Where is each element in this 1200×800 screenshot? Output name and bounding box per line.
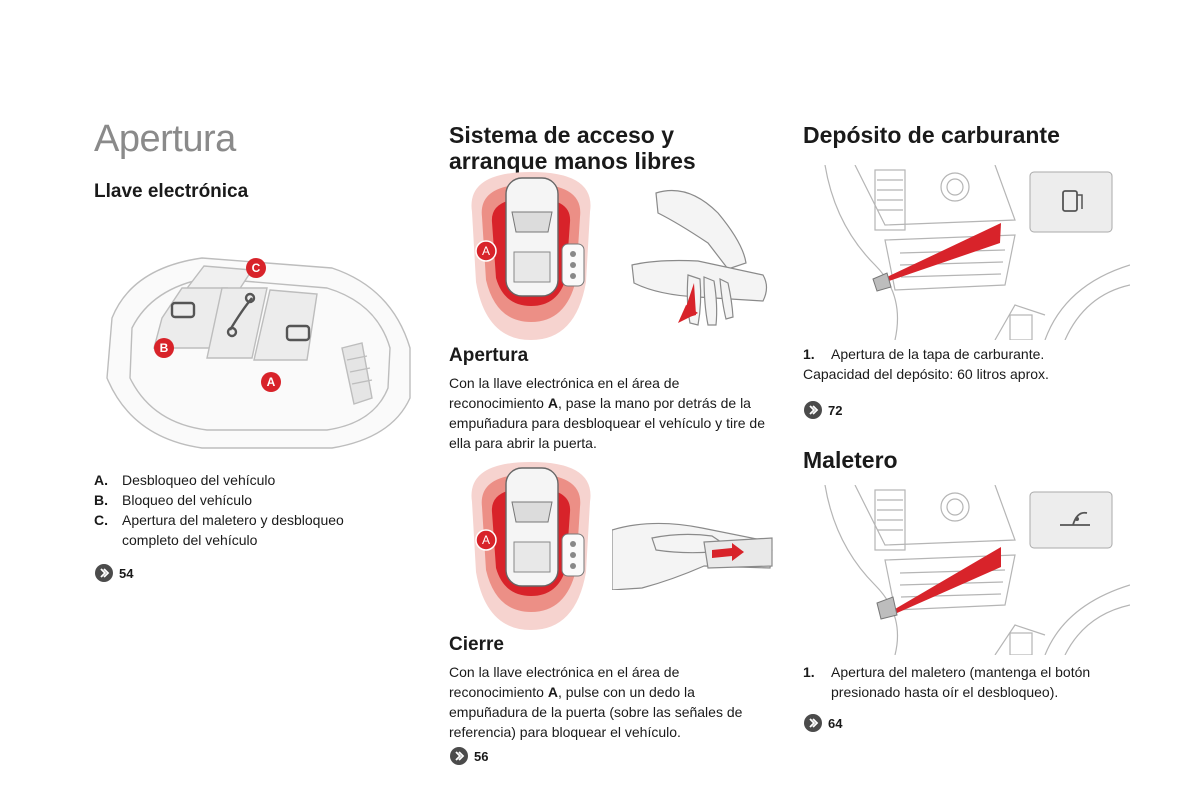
page-reference-72[interactable]: 72 xyxy=(804,401,842,419)
section-heading-trunk: Maletero xyxy=(803,447,898,473)
fuel-capacity: Capacidad del depósito: 60 litros aprox. xyxy=(803,366,1049,382)
apertura-heading: Apertura xyxy=(449,345,529,366)
hand-unlock-illustration xyxy=(628,183,773,333)
list-item: B. Bloqueo del vehículo xyxy=(94,492,252,508)
apertura-text: Con la llave electrónica en el área de r… xyxy=(449,375,765,451)
fuel-flap-illustration xyxy=(815,165,1130,340)
marker-c: C xyxy=(252,261,261,275)
page-reference-64[interactable]: 64 xyxy=(804,714,842,732)
list-item: 1. Apertura de la tapa de carburante. xyxy=(803,346,1045,362)
marker-a: A xyxy=(267,375,276,389)
page-title: Apertura xyxy=(94,118,236,160)
page-reference-56[interactable]: 56 xyxy=(450,747,488,765)
trunk-release-illustration xyxy=(815,485,1130,655)
zone-marker-a: A xyxy=(482,244,490,258)
section-heading-fuel: Depósito de carburante xyxy=(803,122,1060,148)
detection-zone-illustration-unlock: A xyxy=(466,172,596,342)
hand-lock-illustration xyxy=(612,510,774,590)
page-reference-icon xyxy=(450,747,468,765)
electronic-key-illustration: C B A xyxy=(92,248,422,458)
page-reference-icon xyxy=(804,401,822,419)
page-reference-54[interactable]: 54 xyxy=(95,564,133,582)
section-heading-key: Llave electrónica xyxy=(94,181,249,202)
fuel-instructions: 1. Apertura de la tapa de carburante. Ca… xyxy=(803,344,1133,384)
marker-b: B xyxy=(160,341,169,355)
list-item: C. Apertura del maletero y desbloqueo co… xyxy=(94,512,344,548)
cierre-text: Con la llave electrónica en el área de r… xyxy=(449,664,743,740)
section-heading-keyless: Sistema de acceso y arranque manos libre… xyxy=(449,122,696,174)
page-reference-icon xyxy=(804,714,822,732)
trunk-instructions: 1. Apertura del maletero (mantenga el bo… xyxy=(803,662,1133,702)
list-item: A. Desbloqueo del vehículo xyxy=(94,472,276,488)
cierre-heading: Cierre xyxy=(449,634,504,655)
key-function-list: A. Desbloqueo del vehículo B. Bloqueo de… xyxy=(94,470,414,550)
zone-marker-a: A xyxy=(482,533,490,547)
detection-zone-illustration-lock: A xyxy=(466,462,596,632)
list-item: 1. Apertura del maletero (mantenga el bo… xyxy=(803,664,1091,700)
page-reference-icon xyxy=(95,564,113,582)
